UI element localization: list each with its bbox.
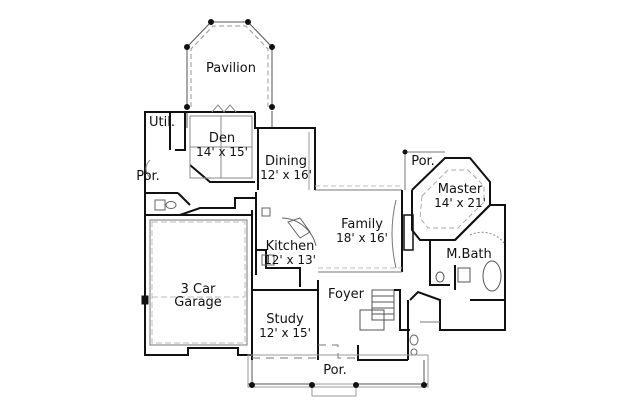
room-label-family: Family 18' x 16' bbox=[336, 217, 388, 245]
room-label-dining: Dining 12' x 16' bbox=[260, 154, 312, 182]
room-label-mbath: M.Bath bbox=[446, 247, 492, 262]
room-label-pavilion: Pavilion bbox=[206, 61, 256, 76]
room-label-por-left: Por. bbox=[136, 169, 160, 184]
room-label-den: Den 14' x 15' bbox=[196, 131, 248, 159]
room-label-garage: 3 Car Garage bbox=[174, 281, 222, 311]
room-label-kitchen: Kitchen 12' x 13' bbox=[264, 239, 316, 267]
room-label-master: Master 14' x 21' bbox=[434, 182, 486, 210]
room-label-por-master: Por. bbox=[411, 154, 435, 169]
room-label-foyer: Foyer bbox=[327, 287, 364, 302]
util-den-walls bbox=[144, 111, 259, 190]
room-label-study: Study 12' x 15' bbox=[259, 312, 311, 340]
room-label-util: Util. bbox=[149, 115, 175, 130]
room-label-por-front: Por. bbox=[323, 363, 347, 378]
